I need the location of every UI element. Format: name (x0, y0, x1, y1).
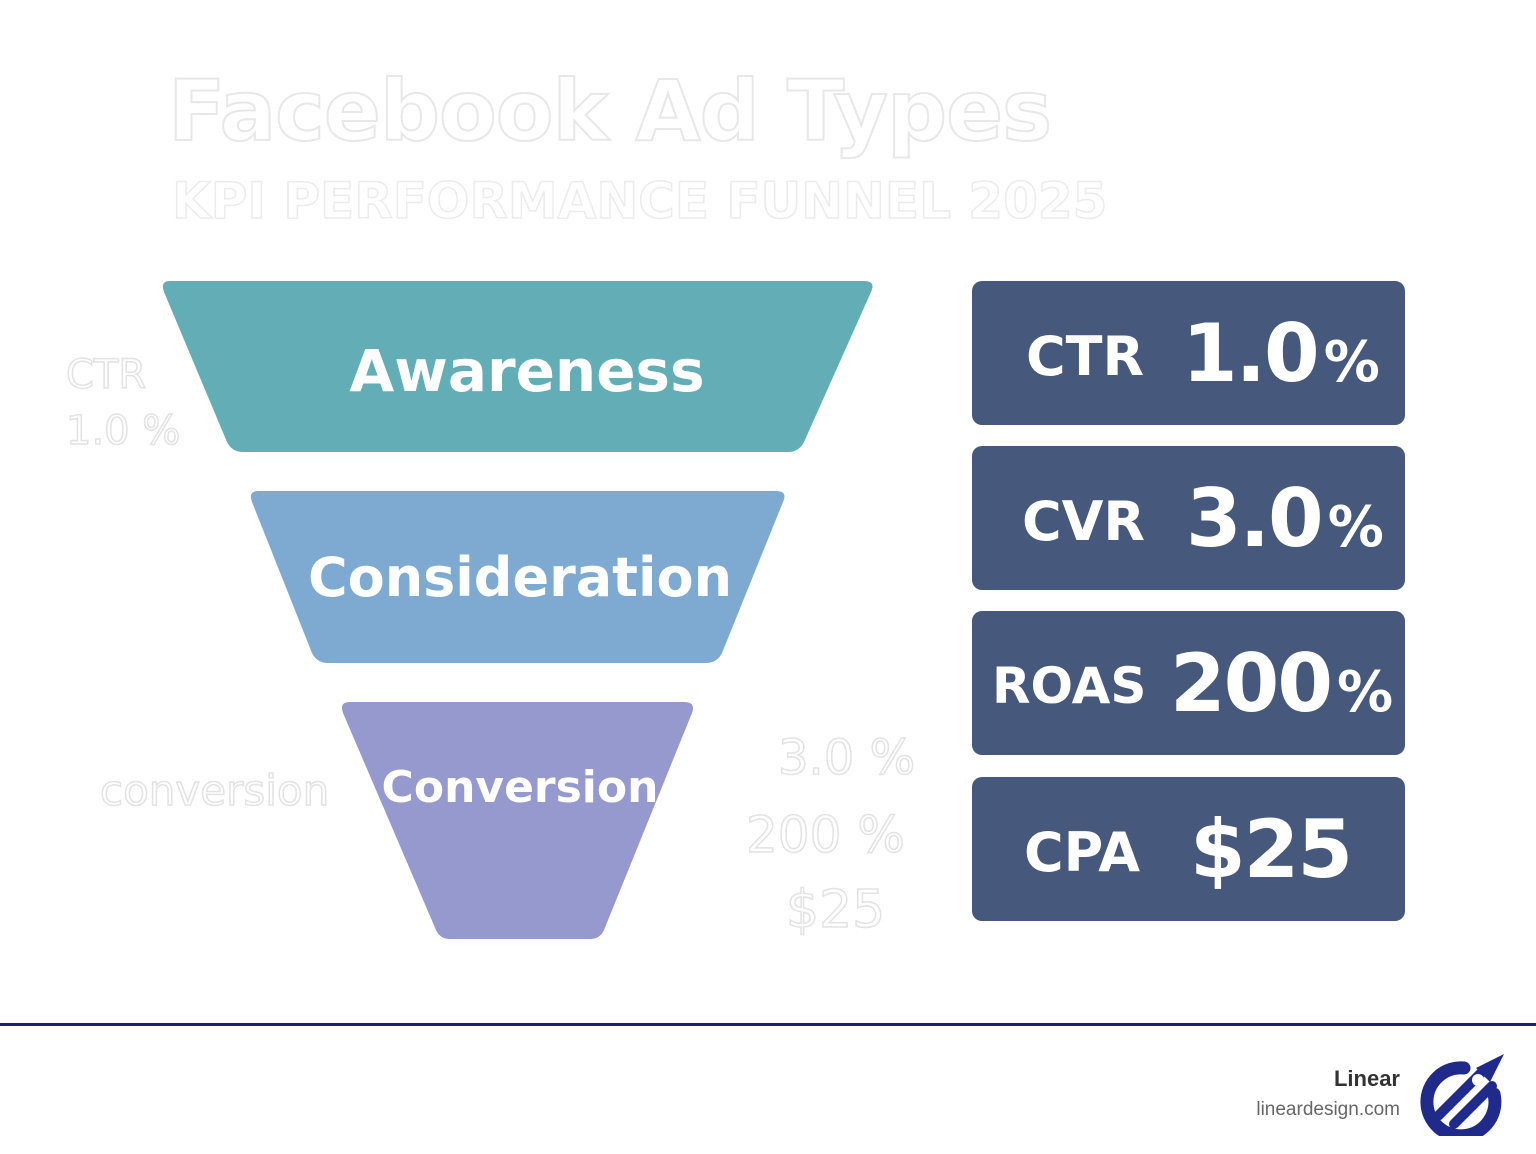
kpi-card-cvr: CVR 3.0% (972, 446, 1405, 590)
kpi-name: CVR (1022, 490, 1146, 553)
kpi-value: $25 (1190, 803, 1353, 896)
funnel-label-conversion: Conversion (381, 762, 659, 813)
side-ctr-value: 1.0 % (65, 407, 181, 455)
funnel-stage-awareness (162, 281, 873, 452)
funnel-label-consideration: Consideration (307, 546, 733, 609)
page-title: Facebook Ad Types (167, 61, 1053, 161)
side-conversion-label: conversion (99, 765, 330, 816)
kpi-name: CTR (1026, 325, 1145, 388)
funnel-diagram (162, 281, 873, 939)
footer-divider (0, 1023, 1536, 1026)
page-subtitle: KPI PERFORMANCE FUNNEL 2025 (171, 171, 1108, 231)
kpi-value: 1.0% (1182, 307, 1380, 400)
kpi-unit: % (1327, 495, 1384, 560)
kpi-value: 3.0% (1186, 472, 1384, 565)
side-cpa-value: $25 (785, 879, 886, 941)
kpi-name: CPA (1024, 821, 1141, 884)
kpi-name: ROAS (992, 657, 1147, 715)
side-cvr-value: 3.0 % (777, 729, 916, 787)
side-ctr-label: CTR (65, 351, 147, 399)
brand-name: Linear (1333, 1066, 1400, 1091)
funnel-stage-conversion (341, 702, 693, 939)
funnel-stage-consideration (250, 491, 785, 663)
kpi-card-cpa: CPA $25 (972, 777, 1405, 921)
side-roas-value: 200 % (745, 805, 905, 865)
kpi-card-ctr: CTR 1.0% (972, 281, 1405, 425)
kpi-unit: % (1323, 330, 1380, 395)
kpi-value: 200% (1170, 637, 1394, 730)
funnel-label-awareness: Awareness (349, 337, 705, 405)
brand-url: lineardesign.com (1256, 1099, 1400, 1120)
kpi-card-roas: ROAS 200% (972, 611, 1405, 755)
kpi-unit: % (1337, 660, 1394, 725)
rocket-logo-icon (1420, 1054, 1504, 1136)
